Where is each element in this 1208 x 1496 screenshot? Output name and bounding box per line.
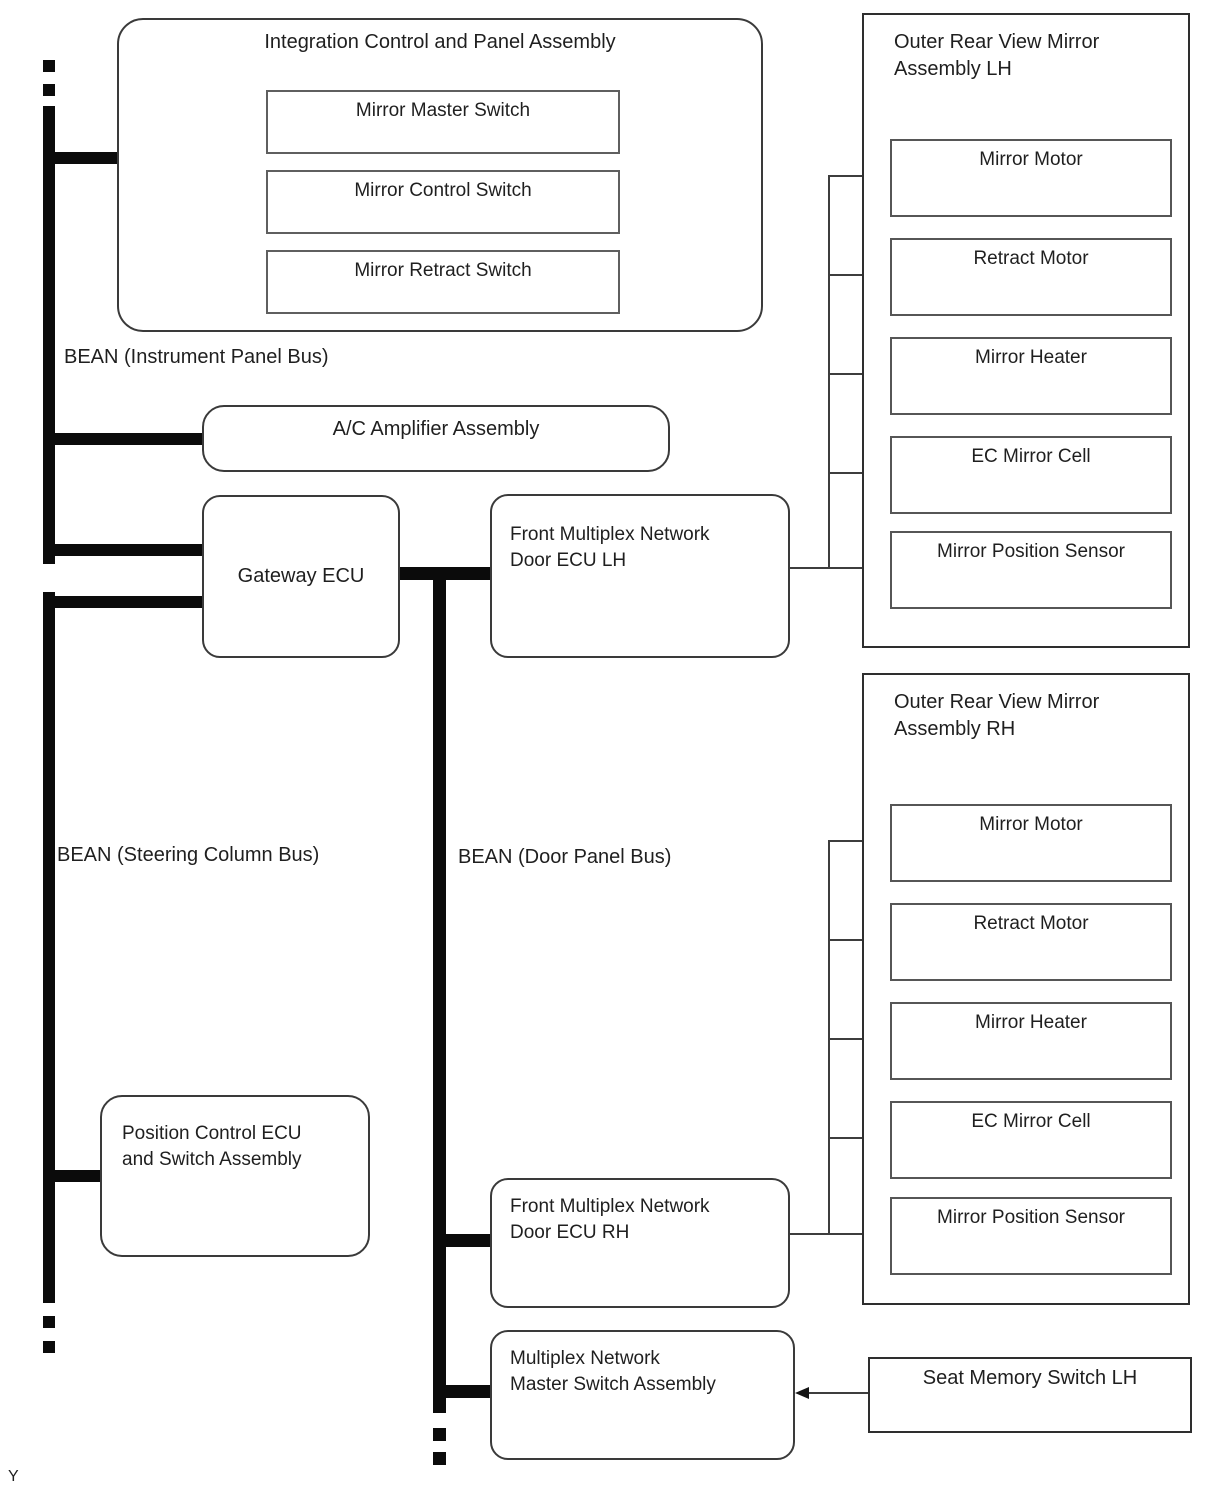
ec-mirror-cell-lh-box: EC Mirror Cell: [890, 436, 1172, 514]
mirror-assembly-lh-title: Outer Rear View Mirror Assembly LH: [864, 15, 1188, 83]
instrument-bus-line: [43, 106, 55, 564]
door-ecu-lh-box: Front Multiplex Network Door ECU LH: [490, 494, 790, 658]
mirror-master-switch-box: Mirror Master Switch: [266, 90, 620, 154]
arrow-into-master-switch-icon: [795, 1387, 809, 1399]
door-ecu-lh-feed-line: [790, 567, 830, 569]
position-control-line-2: and Switch Assembly: [122, 1149, 302, 1170]
rh-distribution-line: [828, 840, 830, 1235]
steering-bus-label: BEAN (Steering Column Bus): [57, 844, 320, 866]
rh-arm-mirror-motor: [828, 840, 878, 842]
door-ecu-rh-box: Front Multiplex Network Door ECU RH: [490, 1178, 790, 1308]
lh-arm-mirror-motor: [828, 175, 878, 177]
door-ecu-rh-line-2: Door ECU RH: [510, 1222, 630, 1243]
steering-bus-dash-1: [43, 1316, 55, 1328]
integration-assembly-box: Integration Control and Panel Assembly M…: [117, 18, 763, 332]
ac-amplifier-box: A/C Amplifier Assembly: [202, 405, 670, 472]
mirror-motor-rh-box: Mirror Motor: [890, 804, 1172, 882]
instrument-bus-dash-1: [43, 60, 55, 72]
retract-motor-rh-box: Retract Motor: [890, 903, 1172, 981]
mirror-retract-switch-box: Mirror Retract Switch: [266, 250, 620, 314]
mirror-assembly-lh-box: Outer Rear View Mirror Assembly LH Mirro…: [862, 13, 1190, 648]
lh-arm-ec-mirror-cell: [828, 472, 878, 474]
position-control-box: Position Control ECU and Switch Assembly: [100, 1095, 370, 1257]
seat-memory-switch-box: Seat Memory Switch LH: [868, 1357, 1192, 1433]
door-bus-line: [433, 567, 446, 1413]
door-bus-dash-1: [433, 1428, 446, 1441]
rh-arm-position-sensor: [828, 1233, 878, 1235]
integration-assembly-title: Integration Control and Panel Assembly: [264, 31, 616, 53]
corner-mark: Y: [8, 1468, 19, 1485]
master-switch-line-2: Master Switch Assembly: [510, 1374, 716, 1395]
rh-arm-mirror-heater: [828, 1038, 878, 1040]
mirror-heater-lh-box: Mirror Heater: [890, 337, 1172, 415]
branch-to-gateway-upper: [43, 544, 204, 556]
mirror-assembly-rh-box: Outer Rear View Mirror Assembly RH Mirro…: [862, 673, 1190, 1305]
mirror-assembly-lh-title-line-2: Assembly LH: [894, 58, 1012, 80]
mirror-control-switch-box: Mirror Control Switch: [266, 170, 620, 234]
master-switch-box: Multiplex Network Master Switch Assembly: [490, 1330, 795, 1460]
branch-to-integration: [43, 152, 119, 164]
rh-arm-ec-mirror-cell: [828, 1137, 878, 1139]
mirror-position-sensor-rh-box: Mirror Position Sensor: [890, 1197, 1172, 1275]
mirror-assembly-lh-title-line-1: Outer Rear View Mirror: [894, 31, 1100, 53]
mirror-position-sensor-lh-box: Mirror Position Sensor: [890, 531, 1172, 609]
rh-arm-retract-motor: [828, 939, 878, 941]
instrument-bus-dash-2: [43, 84, 55, 96]
branch-to-position-control: [43, 1170, 103, 1182]
steering-bus-dash-2: [43, 1341, 55, 1353]
door-bus-label: BEAN (Door Panel Bus): [458, 846, 672, 868]
branch-to-gateway-lower: [43, 596, 204, 608]
branch-to-master-switch: [433, 1385, 493, 1398]
gateway-ecu-box: Gateway ECU: [202, 495, 400, 658]
lh-arm-mirror-heater: [828, 373, 878, 375]
door-ecu-rh-feed-line: [790, 1233, 830, 1235]
master-switch-line-1: Multiplex Network: [510, 1348, 660, 1369]
lh-arm-retract-motor: [828, 274, 878, 276]
door-ecu-lh-line-1: Front Multiplex Network: [510, 524, 710, 545]
door-ecu-rh-line-1: Front Multiplex Network: [510, 1196, 710, 1217]
position-control-line-1: Position Control ECU: [122, 1123, 302, 1144]
retract-motor-lh-box: Retract Motor: [890, 238, 1172, 316]
ec-mirror-cell-rh-box: EC Mirror Cell: [890, 1101, 1172, 1179]
door-bus-dash-2: [433, 1452, 446, 1465]
branch-to-door-ecu-rh: [433, 1234, 493, 1247]
seat-memory-link-line: [808, 1392, 868, 1394]
mirror-assembly-rh-title-line-2: Assembly RH: [894, 718, 1016, 740]
branch-to-ac-amplifier: [43, 433, 204, 445]
mirror-motor-lh-box: Mirror Motor: [890, 139, 1172, 217]
mirror-assembly-rh-title-line-1: Outer Rear View Mirror: [894, 691, 1100, 713]
instrument-bus-label: BEAN (Instrument Panel Bus): [64, 346, 329, 368]
steering-bus-line: [43, 592, 55, 1303]
lh-arm-position-sensor: [828, 567, 878, 569]
door-ecu-lh-line-2: Door ECU LH: [510, 550, 627, 571]
mirror-heater-rh-box: Mirror Heater: [890, 1002, 1172, 1080]
gateway-to-door-ecu-lh-link: [400, 567, 492, 580]
mirror-assembly-rh-title: Outer Rear View Mirror Assembly RH: [864, 675, 1188, 743]
lh-distribution-line: [828, 175, 830, 569]
